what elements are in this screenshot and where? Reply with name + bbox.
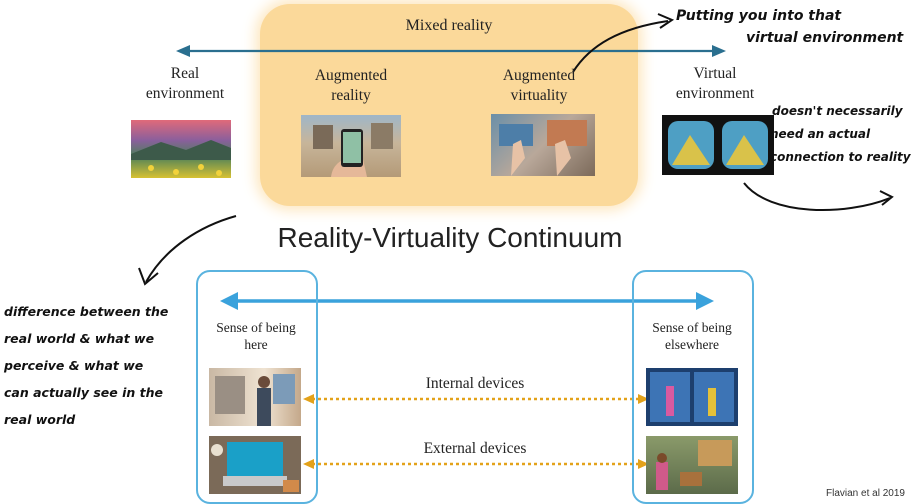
- external-devices-arrow: [303, 459, 649, 469]
- presence-arrow: [220, 292, 714, 310]
- continuum-arrow: [176, 45, 726, 57]
- annotation-arrowhead-putting: [657, 13, 675, 29]
- elsewhere-panel: [632, 270, 754, 504]
- internal-devices-label: Internal devices: [425, 375, 525, 392]
- annotation-arrowhead-connection: [879, 190, 894, 206]
- annotation-arrow-putting: [572, 20, 669, 73]
- continuum-title: Reality-Virtuality Continuum: [277, 222, 623, 253]
- internal-devices-arrow: [303, 394, 649, 404]
- here-panel: [196, 270, 318, 504]
- av-hands-photo: [491, 114, 595, 176]
- annotation-putting: Putting you into that virtual environmen…: [676, 8, 904, 46]
- man-wall-display-photo: [209, 368, 301, 426]
- annotation-doesnt: doesn't necessarily need an actual conne…: [770, 104, 911, 164]
- landscape-photo: [131, 120, 231, 178]
- cave-vr-photo: [646, 368, 738, 426]
- citation: Flavian et al 2019: [826, 488, 905, 499]
- ar-phone-photo: [301, 115, 401, 177]
- annotation-arrow-difference: [145, 215, 237, 283]
- annotation-arrow-connection: [743, 182, 891, 211]
- annotation-difference: difference between the real world & what…: [4, 304, 169, 427]
- mixed-reality-label: Mixed reality: [405, 17, 493, 34]
- laptop-desk-photo: [209, 436, 301, 494]
- external-devices-label: External devices: [423, 440, 527, 457]
- vr-headset-view: [662, 115, 774, 175]
- annotation-arrowhead-difference: [138, 267, 159, 286]
- virtual-world-game-photo: [646, 436, 738, 494]
